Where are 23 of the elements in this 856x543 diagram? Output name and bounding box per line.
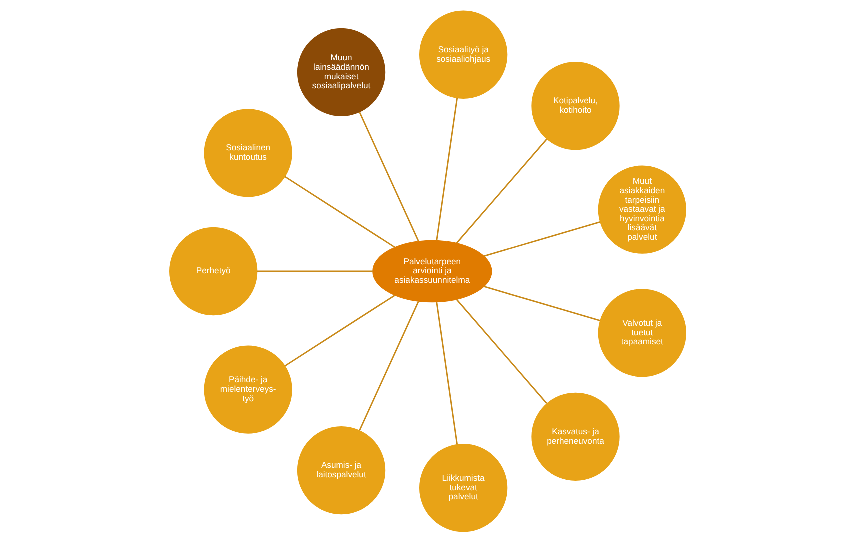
- node-circle: Sosiaalityö ja sosiaaliohjaus: [420, 10, 508, 99]
- node-circle: Muun lainsäädännön mukaiset sosiaalipalvelut: [297, 28, 386, 117]
- node-circle: Päihde- ja mielenterveys- työ: [204, 346, 292, 434]
- node-circle: Asumis- ja laitospalvelut: [297, 426, 386, 515]
- node-circle: Valvotut ja tuetut tapaamiset: [598, 289, 686, 378]
- connector: [456, 138, 548, 244]
- connector: [436, 302, 458, 445]
- connector: [484, 286, 600, 322]
- node-circle: Perhetyö: [170, 227, 258, 316]
- node-circle: Liikkumista tukevat palvelut: [420, 444, 508, 532]
- connector: [456, 299, 548, 404]
- node-circle: Kotipalvelu, kotihoito: [532, 62, 620, 150]
- connector: [257, 270, 373, 272]
- connector: [484, 222, 600, 257]
- connector: [284, 294, 396, 367]
- node-circle: Kasvatus- ja perheneuvonta: [532, 392, 620, 481]
- node-ellipse: Palvelutarpeen arviointi ja asiakassuunnitelma: [372, 240, 492, 303]
- connector: [359, 301, 420, 431]
- node-circle: Muut asiakkaiden tarpeisiin vastaavat ja hyvinvointia lisäävät palvelut: [598, 166, 686, 254]
- connector: [284, 176, 396, 248]
- node-circle: Sosiaalinen kuntoutus: [204, 109, 292, 198]
- connector: [436, 98, 458, 241]
- connector: [359, 112, 420, 242]
